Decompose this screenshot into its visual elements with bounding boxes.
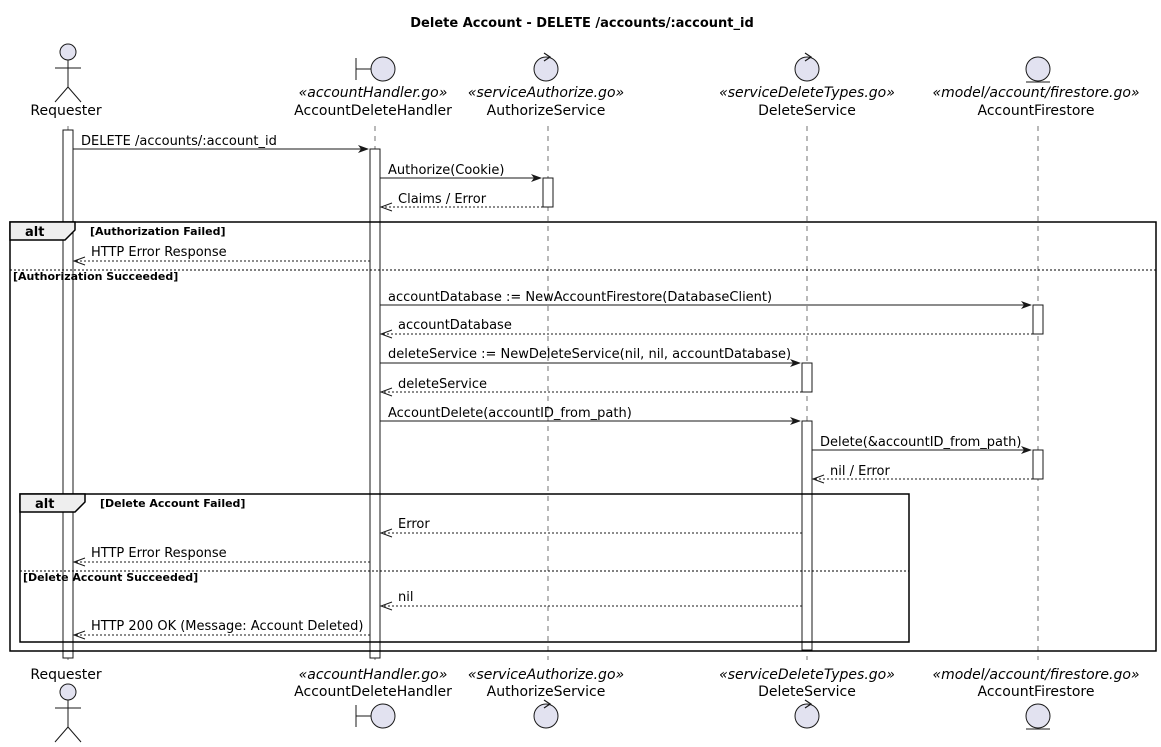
message-label: HTTP Error Response xyxy=(91,546,227,561)
participant-firestore-top: «model/account/firestore.go» AccountFire… xyxy=(932,56,1140,119)
control-icon xyxy=(794,52,820,82)
arrowhead-open xyxy=(72,256,86,266)
fragment-keyword: alt xyxy=(25,225,44,240)
participant-name: AuthorizeService xyxy=(487,684,606,700)
participant-stereotype: «serviceAuthorize.go» xyxy=(468,667,624,683)
entity-icon xyxy=(1025,56,1051,83)
arrowhead-open xyxy=(379,601,393,611)
participant-name: DeleteService xyxy=(758,684,856,700)
fragment-keyword: alt xyxy=(35,497,54,512)
message-label: Claims / Error xyxy=(398,192,487,207)
participant-firestore-bottom: «model/account/firestore.go» AccountFire… xyxy=(932,667,1140,730)
participant-delete-top: «serviceDeleteTypes.go» DeleteService xyxy=(719,52,895,119)
message-label: Delete(&accountID_from_path) xyxy=(820,435,1021,450)
arrowhead-open xyxy=(379,329,393,339)
fragment-frame xyxy=(19,493,910,643)
participant-name: Requester xyxy=(30,667,101,683)
fragment-else-guard: [Delete Account Succeeded] xyxy=(23,571,198,584)
control-icon xyxy=(794,699,820,729)
arrowhead-open xyxy=(379,528,393,538)
message-label: deleteService xyxy=(398,377,487,392)
participant-stereotype: «serviceDeleteTypes.go» xyxy=(719,667,895,683)
participant-delete-bottom: «serviceDeleteTypes.go» DeleteService xyxy=(719,667,895,729)
arrowhead-solid xyxy=(1021,301,1032,309)
participant-name: AuthorizeService xyxy=(487,103,606,119)
participant-stereotype: «model/account/firestore.go» xyxy=(932,667,1139,683)
participant-handler-top: «accountHandler.go» AccountDeleteHandler xyxy=(294,56,452,119)
participant-requester-top: Requester xyxy=(30,43,102,119)
arrowhead-solid xyxy=(1021,446,1032,454)
message-label: nil xyxy=(398,590,413,605)
participant-stereotype: «accountHandler.go» xyxy=(299,667,448,683)
message-label: accountDatabase := NewAccountFirestore(D… xyxy=(388,290,772,305)
message-label: accountDatabase xyxy=(398,318,512,333)
boundary-icon xyxy=(355,56,396,82)
participant-name: DeleteService xyxy=(758,103,856,119)
arrowhead-open xyxy=(379,202,393,212)
control-icon xyxy=(533,52,559,82)
activation-firestore-create xyxy=(1032,304,1044,335)
participant-stereotype: «serviceDeleteTypes.go» xyxy=(719,85,895,101)
participant-name: AccountDeleteHandler xyxy=(294,684,452,700)
arrowhead-open xyxy=(72,630,86,640)
participant-stereotype: «accountHandler.go» xyxy=(299,85,448,101)
participant-name: AccountDeleteHandler xyxy=(294,103,452,119)
message-label: HTTP Error Response xyxy=(91,245,227,260)
participant-name: AccountFirestore xyxy=(978,103,1095,119)
entity-icon xyxy=(1025,703,1051,730)
fragment-tab xyxy=(19,493,86,513)
boundary-icon xyxy=(355,703,396,729)
fragment-authorization: alt [Authorization Failed] [Authorizatio… xyxy=(9,221,1157,652)
message-label: Authorize(Cookie) xyxy=(388,163,504,178)
participant-authorize-bottom: «serviceAuthorize.go» AuthorizeService xyxy=(468,667,624,729)
message-label: deleteService := NewDeleteService(nil, n… xyxy=(388,347,791,362)
arrowhead-open xyxy=(811,474,825,484)
control-icon xyxy=(533,699,559,729)
arrowhead-solid xyxy=(358,145,369,153)
arrowhead-solid xyxy=(531,174,542,182)
diagram-title: Delete Account - DELETE /accounts/:accou… xyxy=(410,16,754,31)
fragment-delete-account: alt [Delete Account Failed] [Delete Acco… xyxy=(19,493,910,643)
fragment-else-guard: [Authorization Succeeded] xyxy=(13,270,178,283)
message-label: Error xyxy=(398,517,430,532)
participant-name: Requester xyxy=(30,103,101,119)
activation-requester xyxy=(62,129,74,659)
activation-bars xyxy=(62,129,1044,659)
arrowhead-open xyxy=(379,387,393,397)
actor-icon xyxy=(54,683,82,743)
messages: DELETE /accounts/:account_id Authorize(C… xyxy=(72,134,1033,640)
fragment-guard: [Delete Account Failed] xyxy=(100,497,245,510)
participant-requester-bottom: Requester xyxy=(30,667,102,743)
message-label: HTTP 200 OK (Message: Account Deleted) xyxy=(91,619,363,634)
fragment-guard: [Authorization Failed] xyxy=(90,225,225,238)
arrowhead-solid xyxy=(790,359,801,367)
participant-handler-bottom: «accountHandler.go» AccountDeleteHandler xyxy=(294,667,452,729)
activation-delete-run xyxy=(801,420,813,651)
participant-name: AccountFirestore xyxy=(978,684,1095,700)
arrowhead-solid xyxy=(790,417,801,425)
arrowhead-open xyxy=(72,557,86,567)
actor-icon xyxy=(54,43,82,103)
message-label: nil / Error xyxy=(830,464,890,479)
fragment-frame xyxy=(9,221,1157,652)
message-label: DELETE /accounts/:account_id xyxy=(81,134,277,149)
participant-stereotype: «model/account/firestore.go» xyxy=(932,85,1139,101)
fragment-tab xyxy=(9,221,76,241)
participant-authorize-top: «serviceAuthorize.go» AuthorizeService xyxy=(468,52,624,119)
message-label: AccountDelete(accountID_from_path) xyxy=(388,406,632,421)
activation-delete-create xyxy=(801,362,813,393)
participant-stereotype: «serviceAuthorize.go» xyxy=(468,85,624,101)
activation-firestore-delete xyxy=(1032,449,1044,480)
activation-authorize xyxy=(542,177,554,208)
activation-handler xyxy=(369,148,381,659)
